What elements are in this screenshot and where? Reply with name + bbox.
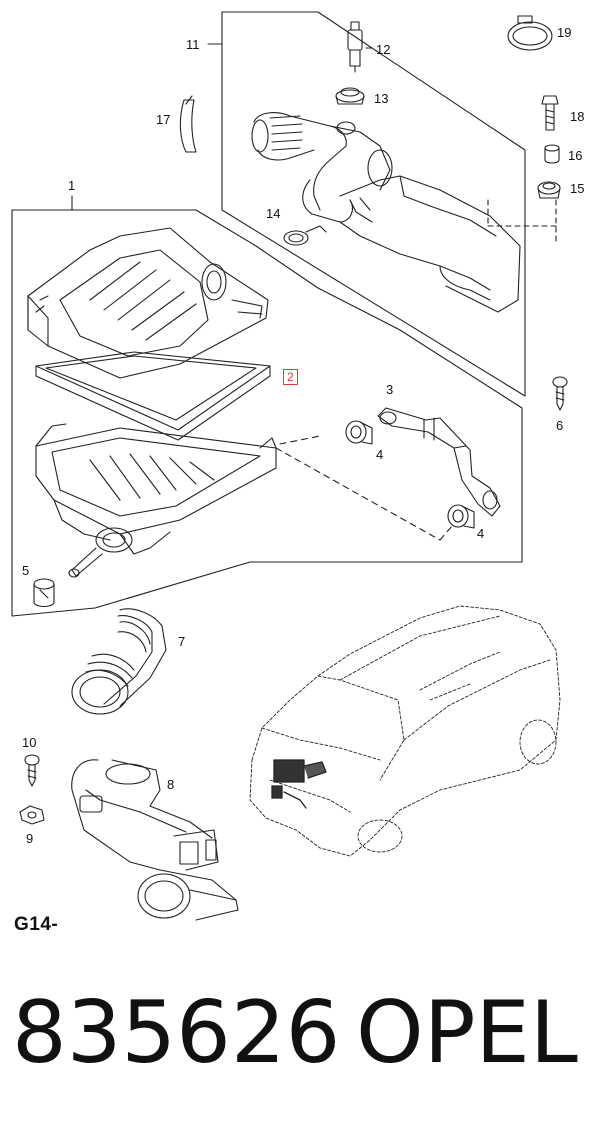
vehicle-locator-illustration: [249, 605, 561, 857]
air-cleaner-frame: [11, 195, 523, 617]
callout-5: 5: [22, 563, 30, 578]
callout-2-highlighted[interactable]: 2: [283, 369, 298, 385]
diagram-group-code: G14-: [14, 914, 59, 935]
screw-6-part: [552, 376, 568, 411]
callout-13: 13: [374, 91, 389, 106]
clip-part: [179, 95, 197, 153]
grommet-4-upper-part: [345, 420, 373, 445]
screw-10-part: [24, 754, 40, 787]
intake-duct-frame: [207, 11, 526, 397]
grommet-part: [335, 87, 365, 105]
brand-name: OPEL: [356, 983, 578, 1083]
callout-14: 14: [266, 206, 281, 221]
callout-1: 1: [68, 178, 76, 193]
callout-6: 6: [556, 418, 564, 433]
intake-pipe-part: [71, 759, 239, 921]
callout-7: 7: [178, 634, 186, 649]
callout-19: 19: [557, 25, 572, 40]
highlighted-air-cleaner-on-vehicle: [271, 759, 327, 809]
part-number: 835626: [12, 983, 341, 1083]
callout-17: 17: [156, 112, 171, 127]
bellows-hose-part: [71, 608, 167, 715]
callout-9: 9: [26, 831, 34, 846]
callout-12: 12: [376, 42, 391, 57]
spacer-part: [544, 144, 560, 164]
sensor-part: [347, 21, 373, 73]
cap-part: [33, 578, 55, 608]
callout-11: 11: [186, 37, 200, 52]
clip-nut-part: [19, 805, 45, 825]
filter-element-part: [35, 351, 271, 441]
callout-3: 3: [386, 382, 394, 397]
callout-15: 15: [570, 181, 585, 196]
grommet-15-part: [537, 181, 561, 199]
intake-duct-part: [251, 112, 557, 313]
bracket-part: [377, 407, 501, 517]
callout-18: 18: [570, 109, 585, 124]
small-clamp-part: [283, 225, 327, 246]
air-cleaner-upper-housing: [27, 227, 269, 379]
callout-4-upper: 4: [376, 447, 384, 462]
hose-clamp-part: [507, 15, 553, 51]
callout-10: 10: [22, 735, 37, 750]
callout-8: 8: [167, 777, 175, 792]
grommet-4-lower-part: [439, 504, 475, 541]
callout-4-lower: 4: [477, 526, 485, 541]
parts-diagram: [11, 11, 568, 921]
bolt-part: [541, 95, 559, 131]
callout-16: 16: [568, 148, 583, 163]
air-cleaner-lower-housing: [35, 423, 441, 578]
